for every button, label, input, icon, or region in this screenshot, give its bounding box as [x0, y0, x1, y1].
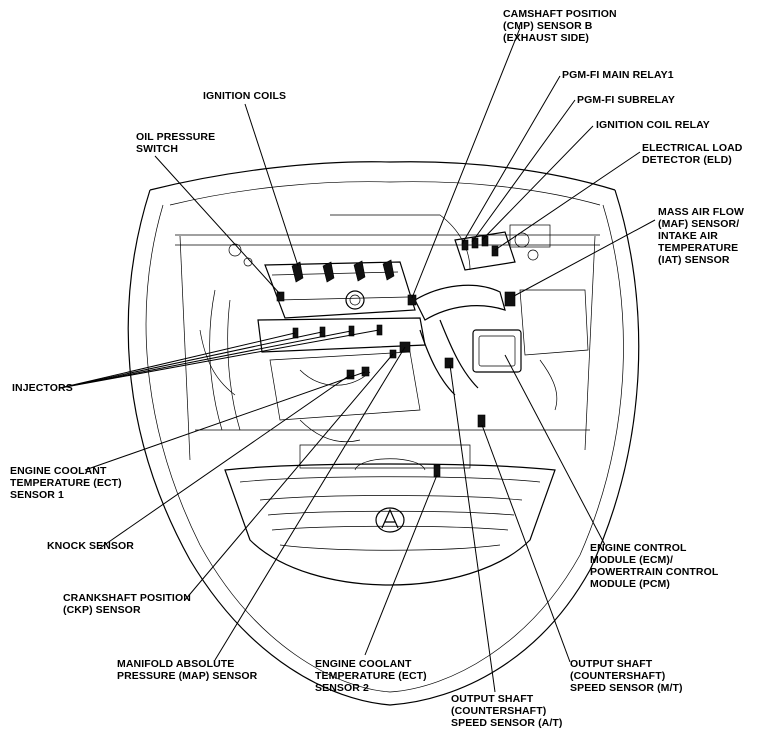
vtc-part	[444, 357, 454, 369]
maf-sensor-part	[504, 291, 516, 307]
intake-duct	[330, 214, 589, 411]
label-output-shaft-at: OUTPUT SHAFT (COUNTERSHAFT) SPEED SENSOR…	[451, 693, 563, 729]
engine-block	[199, 232, 539, 443]
label-map-sensor: MANIFOLD ABSOLUTE PRESSURE (MAP) SENSOR	[117, 658, 258, 682]
label-injectors: INJECTORS	[12, 382, 73, 394]
ignition-coils	[291, 259, 395, 283]
relay-box	[454, 231, 516, 271]
front-grille	[224, 444, 556, 586]
ect1-sensor-part	[361, 366, 370, 377]
label-oil-pressure-switch: OIL PRESSURE SWITCH	[136, 131, 216, 155]
label-cmp-sensor-b: CAMSHAFT POSITION (CMP) SENSOR B (EXHAUS…	[503, 8, 617, 44]
label-ect-sensor-1: ENGINE COOLANT TEMPERATURE (ECT) SENSOR …	[10, 465, 122, 501]
label-ignition-coil-relay: IGNITION COIL RELAY	[596, 119, 710, 131]
label-ect-sensor-2: ENGINE COOLANT TEMPERATURE (ECT) SENSOR …	[315, 658, 427, 694]
leader-lines	[59, 27, 656, 693]
label-ckp-sensor: CRANKSHAFT POSITION (CKP) SENSOR	[63, 592, 191, 616]
label-maf-iat-sensor: MASS AIR FLOW (MAF) SENSOR/ INTAKE AIR T…	[658, 206, 745, 266]
ect2-sensor-part	[433, 464, 441, 478]
cmp-sensor-part	[407, 294, 417, 306]
label-pgm-fi-subrelay: PGM-FI SUBRELAY	[577, 94, 675, 106]
label-output-shaft-mt: OUTPUT SHAFT (COUNTERSHAFT) SPEED SENSOR…	[570, 658, 683, 694]
output-shaft-at-part	[477, 414, 486, 428]
label-pgm-fi-main-relay: PGM-FI MAIN RELAY1	[562, 69, 674, 81]
hood-outline	[127, 161, 640, 706]
oil-pressure-switch-part	[276, 291, 285, 302]
label-eld: ELECTRICAL LOAD DETECTOR (ELD)	[642, 142, 743, 166]
engine-bay-frame	[175, 224, 600, 461]
label-ecm-pcm: ENGINE CONTROL MODULE (ECM)/ POWERTRAIN …	[590, 542, 719, 590]
knock-sensor-part	[346, 369, 355, 380]
label-knock-sensor: KNOCK SENSOR	[47, 540, 134, 552]
label-ignition-coils: IGNITION COILS	[203, 90, 287, 102]
